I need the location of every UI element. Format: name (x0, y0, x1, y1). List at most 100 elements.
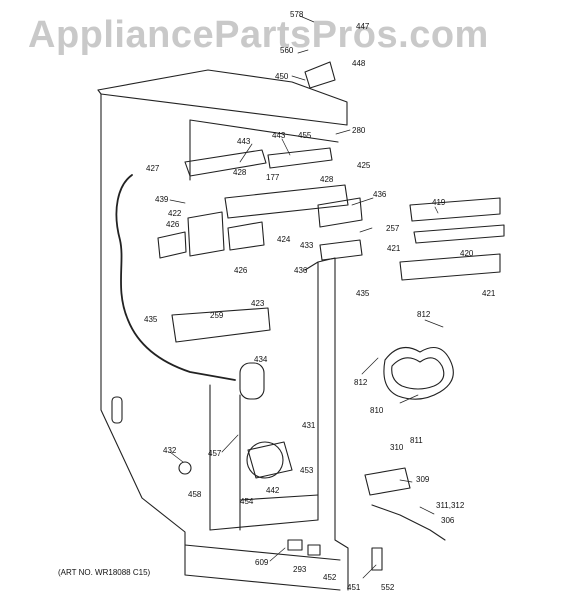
duct-426-right (227, 221, 265, 251)
part-label-257[interactable]: 257 (386, 224, 400, 233)
control-box-436-lower (319, 239, 363, 261)
part-label-177[interactable]: 177 (266, 173, 280, 182)
part-label-426a[interactable]: 426 (166, 220, 180, 229)
part-label-448[interactable]: 448 (352, 59, 366, 68)
evaporator-cover-left (184, 149, 267, 177)
part-label-424[interactable]: 424 (277, 235, 291, 244)
part-label-443b[interactable]: 443 (272, 131, 286, 140)
leader-419 (434, 206, 439, 214)
part-label-431[interactable]: 431 (302, 421, 316, 430)
cabinet-top-front-edge (100, 93, 348, 126)
leader-439 (169, 199, 186, 204)
inner-floor-edge (239, 494, 319, 501)
part-label-425[interactable]: 425 (357, 161, 371, 170)
part-label-812a[interactable]: 812 (417, 310, 431, 319)
part-label-810[interactable]: 810 (370, 406, 384, 415)
lower-front-rail (184, 544, 341, 561)
leader-810 (399, 394, 419, 404)
part-label-436b[interactable]: 436 (294, 266, 308, 275)
part-label-309[interactable]: 309 (416, 475, 430, 484)
part-label-420[interactable]: 420 (460, 249, 474, 258)
wire-306 (371, 504, 446, 541)
fan-bracket-plate (224, 184, 349, 219)
hinge-451 (371, 547, 383, 571)
leader-311-312 (419, 506, 435, 515)
part-label-443a[interactable]: 443 (237, 137, 251, 146)
leader-432 (169, 451, 184, 463)
control-box-436 (317, 197, 363, 228)
leader-609 (269, 547, 286, 562)
part-label-421a[interactable]: 421 (387, 244, 401, 253)
leader-lines (169, 15, 444, 579)
part-label-458[interactable]: 458 (188, 490, 202, 499)
part-label-447[interactable]: 447 (356, 22, 370, 31)
cabinet-top-edge (97, 69, 348, 126)
part-label-455[interactable]: 455 (298, 131, 312, 140)
part-label-578[interactable]: 578 (290, 10, 304, 19)
part-label-451[interactable]: 451 (347, 583, 361, 592)
part-label-436a[interactable]: 436 (373, 190, 387, 199)
leader-560 (297, 49, 309, 54)
part-label-259[interactable]: 259 (210, 311, 224, 320)
part-label-428b[interactable]: 428 (320, 175, 334, 184)
side-vent (111, 396, 123, 424)
leader-280 (335, 129, 351, 135)
leader-309 (399, 479, 413, 483)
part-label-450[interactable]: 450 (275, 72, 289, 81)
part-label-310[interactable]: 310 (390, 443, 404, 452)
part-label-311-312[interactable]: 311,312 (436, 501, 465, 510)
part-label-560[interactable]: 560 (280, 46, 294, 55)
duct-426-left (157, 231, 187, 259)
mullion-top (304, 257, 336, 271)
compartment-floor (209, 519, 319, 531)
leader-812b (361, 357, 379, 375)
part-label-811[interactable]: 811 (410, 436, 423, 445)
leader-812a (424, 319, 444, 328)
part-label-419[interactable]: 419 (432, 198, 446, 207)
part-609 (287, 539, 303, 551)
part-label-457[interactable]: 457 (208, 449, 222, 458)
leader-578 (299, 15, 315, 23)
knob-432 (178, 461, 192, 475)
art-number-caption: (ART NO. WR18088 C15) (58, 568, 151, 577)
inner-top-edge (189, 119, 339, 143)
part-label-454[interactable]: 454 (240, 497, 254, 506)
part-label-453[interactable]: 453 (300, 466, 314, 475)
part-label-280[interactable]: 280 (352, 126, 366, 135)
bracket-448 (304, 61, 336, 89)
part-label-452[interactable]: 452 (323, 573, 337, 582)
fan-motor-442 (246, 441, 284, 479)
duct-422 (187, 211, 225, 257)
channel-259 (171, 307, 271, 343)
cabinet-left-edge (97, 89, 341, 591)
part-label-426b[interactable]: 426 (234, 266, 248, 275)
part-label-427[interactable]: 427 (146, 164, 160, 173)
part-label-433[interactable]: 433 (300, 241, 314, 250)
leader-257 (359, 227, 373, 233)
part-label-609[interactable]: 609 (255, 558, 269, 567)
part-label-812b[interactable]: 812 (354, 378, 368, 387)
trim-strip-419 (409, 197, 501, 222)
part-label-552[interactable]: 552 (381, 583, 395, 592)
part-label-306[interactable]: 306 (441, 516, 455, 525)
part-label-434[interactable]: 434 (254, 355, 268, 364)
part-label-293[interactable]: 293 (293, 565, 307, 574)
part-label-442[interactable]: 442 (266, 486, 280, 495)
trim-strip-420 (413, 224, 505, 244)
part-label-435a[interactable]: 435 (356, 289, 370, 298)
part-label-423[interactable]: 423 (251, 299, 265, 308)
part-label-428a[interactable]: 428 (233, 168, 247, 177)
part-293 (307, 544, 321, 556)
part-label-432[interactable]: 432 (163, 446, 177, 455)
leader-443b (281, 138, 291, 156)
part-label-422[interactable]: 422 (168, 209, 182, 218)
heater-coil-810 (383, 346, 454, 400)
part-label-439[interactable]: 439 (155, 195, 169, 204)
heater-coil-inner (391, 357, 445, 390)
part-label-421b[interactable]: 421 (482, 289, 496, 298)
leader-457 (221, 434, 239, 453)
part-label-435b[interactable]: 435 (144, 315, 158, 324)
motor-bracket (247, 441, 293, 479)
